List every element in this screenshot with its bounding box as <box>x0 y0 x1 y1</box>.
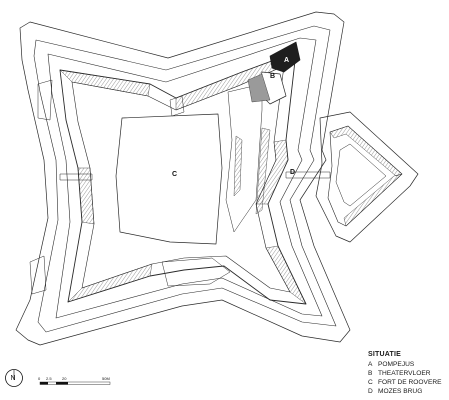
legend-key: C <box>368 379 373 386</box>
legend-item-b: B THEATERVLOER <box>368 369 448 378</box>
map-label-a: A <box>284 57 289 64</box>
legend-key: A <box>368 361 373 368</box>
north-arrow-icon: N <box>5 369 23 387</box>
pompejus-area <box>269 41 301 73</box>
legend-label: MOZES BRUG <box>378 388 423 395</box>
scale-bar: 0 2.5 20 50M <box>38 376 111 385</box>
map-label-d: D <box>290 169 295 176</box>
legend: SITUATIE A POMPEJUS B THEATERVLOER C FORT D… <box>368 351 448 396</box>
legend-label: POMPEJUS <box>378 361 415 368</box>
scale-tick-2: 20 <box>62 376 67 381</box>
legend-label: FORT DE ROOVERE <box>378 379 442 386</box>
map-label-b: B <box>270 73 275 80</box>
mozes-bridge <box>285 171 331 179</box>
ravelin-east <box>315 111 419 243</box>
legend-key: B <box>368 370 373 377</box>
scale-tick-3: 50M <box>102 376 110 381</box>
legend-key: D <box>368 388 373 395</box>
moat-edge <box>47 37 323 319</box>
scale-tick-0: 0 <box>38 376 41 381</box>
legend-title: SITUATIE <box>368 351 401 358</box>
legend-item-a: A POMPEJUS <box>368 360 448 369</box>
compass-letter: N <box>11 375 16 382</box>
legend-label: THEATERVLOER <box>378 370 431 377</box>
legend-item-c: C FORT DE ROOVERE <box>368 378 448 387</box>
map-label-c: C <box>172 171 177 178</box>
covered-way <box>33 25 337 333</box>
scale-tick-1: 2.5 <box>46 376 52 381</box>
central-courtyard <box>115 113 223 245</box>
legend-item-d: D MOZES BRUG <box>368 387 448 396</box>
outer-glacis <box>15 11 351 346</box>
